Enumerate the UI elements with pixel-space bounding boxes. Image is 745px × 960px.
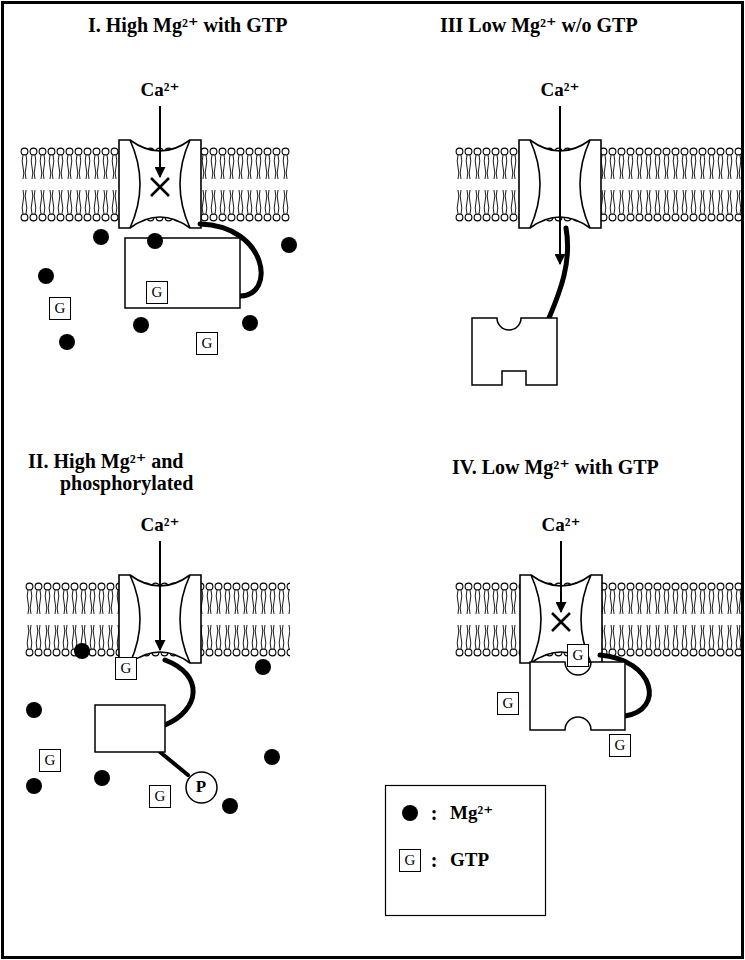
magnesium-dot <box>255 659 271 675</box>
block-cross <box>151 178 169 196</box>
gtp-box: G <box>567 644 589 667</box>
regulatory-domain <box>472 318 557 385</box>
gtp-letter: G <box>121 660 132 677</box>
gtp-box: G <box>146 281 168 304</box>
magnesium-dot <box>59 334 75 350</box>
legend-text: GTP <box>450 850 489 871</box>
magnesium-ions <box>26 229 297 814</box>
legend-entry: GTP <box>450 850 489 871</box>
magnesium-dot <box>147 233 163 249</box>
panel-title: III Low Mg²⁺ w/o GTP <box>440 14 638 36</box>
magnesium-dot <box>133 317 149 333</box>
regulatory-domain <box>530 662 625 730</box>
magnesium-dot <box>26 702 42 718</box>
gtp-box: G <box>497 692 519 715</box>
gtp-box: G <box>609 734 631 757</box>
gtp-letter: G <box>55 300 66 317</box>
gtp-letter: G <box>155 788 166 805</box>
gtp-letter: G <box>615 737 626 754</box>
legend-colon: : <box>431 802 438 824</box>
linker-tether <box>549 228 568 318</box>
gtp-letter: G <box>503 695 514 712</box>
panel-title: IV. Low Mg²⁺ with GTP <box>452 456 659 478</box>
panel-title: II. High Mg²⁺ and phosphorylated <box>28 450 268 494</box>
phosphate-letter: P <box>196 778 206 797</box>
panel-title: I. High Mg²⁺ with GTP <box>88 14 287 36</box>
phosphate-circle: P <box>185 771 218 804</box>
magnesium-dot <box>242 315 258 331</box>
gtp-letter: G <box>152 284 163 301</box>
calcium-flux-arrow <box>560 541 562 612</box>
phosphate-ring <box>186 772 217 803</box>
linker-tether <box>165 660 193 725</box>
magnesium-dot <box>222 798 238 814</box>
ion-label: Ca²⁺ <box>141 80 180 101</box>
legend-dot-sample <box>402 805 418 821</box>
magnesium-dot <box>281 237 297 253</box>
gtp-box: G <box>49 297 71 320</box>
gtp-box: G <box>149 785 171 808</box>
magnesium-dot <box>38 268 54 284</box>
magnesium-dot <box>93 229 109 245</box>
ion-label: Ca²⁺ <box>542 515 581 536</box>
gtp-box: G <box>399 849 421 872</box>
gtp-box: G <box>196 332 218 355</box>
regulatory-domain <box>95 705 165 752</box>
magnesium-dot <box>26 778 42 794</box>
gtp-box: G <box>115 657 137 680</box>
legend-frame <box>386 786 546 916</box>
gtp-letter: G <box>405 852 416 869</box>
ion-label: Ca²⁺ <box>141 515 180 536</box>
calcium-flux-arrow <box>559 106 561 264</box>
magnesium-dot <box>264 749 280 765</box>
magnesium-dot <box>94 770 110 786</box>
figure-frame <box>3 3 743 958</box>
calcium-flux-arrow <box>159 106 161 177</box>
block-cross <box>552 613 570 631</box>
legend-colon: : <box>431 849 438 871</box>
phospho-stalk <box>160 752 188 775</box>
gtp-letter: G <box>202 335 213 352</box>
calcium-flux-arrow <box>159 541 161 650</box>
legend-entry: Mg²⁺ <box>450 803 493 824</box>
gtp-letter: G <box>573 647 584 664</box>
gtp-letter: G <box>45 752 56 769</box>
legend-text: Mg²⁺ <box>450 803 493 824</box>
magnesium-dot <box>74 643 90 659</box>
regulatory-domain <box>125 238 240 308</box>
ion-label: Ca²⁺ <box>541 80 580 101</box>
gtp-box: G <box>39 749 61 772</box>
